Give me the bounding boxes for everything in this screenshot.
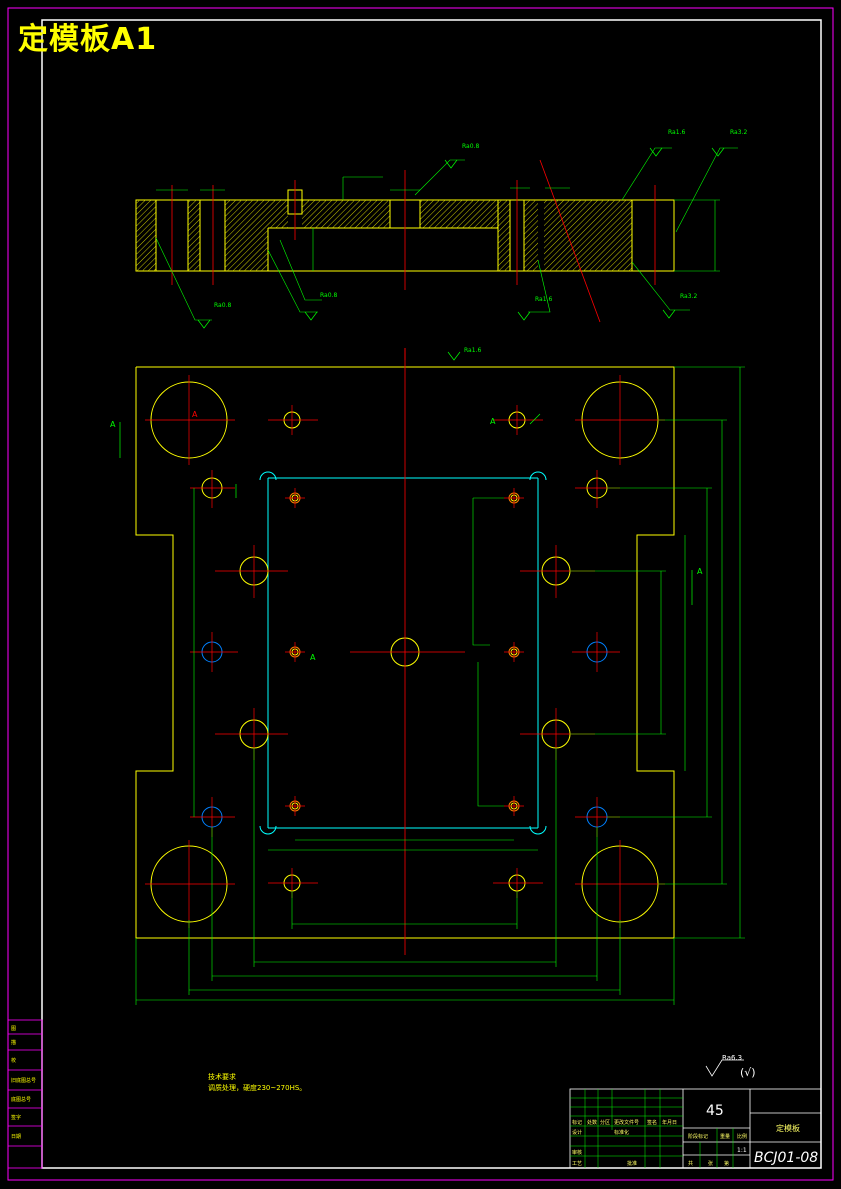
tb-part-name: 定模板 <box>776 1123 800 1133</box>
section-mark-4: A <box>192 410 198 419</box>
tb-role-2: 标准化 <box>614 1129 629 1136</box>
tech-req-heading: 技术要求 <box>208 1073 236 1081</box>
tb-stage-label: 阶段标记 <box>688 1133 708 1140</box>
tb-row-label-1: 标记 <box>572 1119 582 1126</box>
tb-row-label-6: 年月日 <box>662 1119 677 1126</box>
tb-role-1: 设计 <box>572 1129 582 1136</box>
general-roughness-symbol <box>705 1059 744 1077</box>
side-label-4: 旧底图总号 <box>11 1077 36 1084</box>
section-view <box>135 147 738 361</box>
tb-scale-label: 比例 <box>737 1133 747 1140</box>
roughness-top-3: Ra3.2 <box>730 129 747 136</box>
general-roughness-suffix: (√) <box>740 1066 756 1079</box>
tb-row-label-5: 签名 <box>647 1119 657 1126</box>
drawing-title: 定模板A1 <box>18 22 158 57</box>
side-label-3: 校 <box>11 1057 16 1064</box>
tb-row-label-2: 处数 <box>587 1119 597 1126</box>
tb-sheet-of: 张 <box>708 1160 713 1167</box>
tb-sheet-label: 共 <box>688 1160 693 1167</box>
tb-role-5: 批准 <box>627 1160 637 1167</box>
side-label-7: 日期 <box>11 1134 21 1140</box>
side-label-5: 底图总号 <box>11 1096 31 1103</box>
tb-sheet-no: 第 <box>724 1160 729 1167</box>
general-roughness-value: Ra6.3 <box>722 1054 742 1062</box>
roughness-bottom-4: Ra3.2 <box>680 293 697 300</box>
side-panel <box>7 1019 43 1169</box>
roughness-top-1: Ra0.8 <box>462 143 479 150</box>
tb-drawing-number: BCJ01-08 <box>754 1150 818 1166</box>
roughness-bottom-3: Ra1.6 <box>535 296 552 303</box>
title-block <box>569 1088 822 1169</box>
tb-scale-value: 1:1 <box>737 1147 747 1154</box>
plan-view <box>119 348 745 1005</box>
tb-role-4: 工艺 <box>572 1161 582 1167</box>
roughness-bottom-1: Ra0.8 <box>214 302 231 309</box>
section-mark-1: A <box>110 420 116 429</box>
outer-border <box>7 7 834 1181</box>
inner-border <box>41 19 822 1169</box>
section-mark-2: A <box>697 567 703 576</box>
section-mark-5: A <box>310 653 316 662</box>
tb-weight-label: 重量 <box>720 1133 730 1140</box>
side-label-6: 签字 <box>11 1114 21 1121</box>
tb-role-3: 审核 <box>572 1149 582 1156</box>
tech-req-line: 调质处理，硬度230~270HS。 <box>208 1084 307 1092</box>
side-label-1: 图 <box>11 1026 16 1032</box>
roughness-top-2: Ra1.6 <box>668 129 685 136</box>
section-mark-3: A <box>490 417 496 426</box>
tb-row-label-4: 更改文件号 <box>614 1119 639 1126</box>
tb-row-label-3: 分区 <box>600 1119 610 1126</box>
side-label-2: 描 <box>11 1039 16 1046</box>
tb-material: 45 <box>706 1103 724 1119</box>
roughness-bottom-2: Ra0.8 <box>320 292 337 299</box>
roughness-plan: Ra1.6 <box>464 347 481 354</box>
